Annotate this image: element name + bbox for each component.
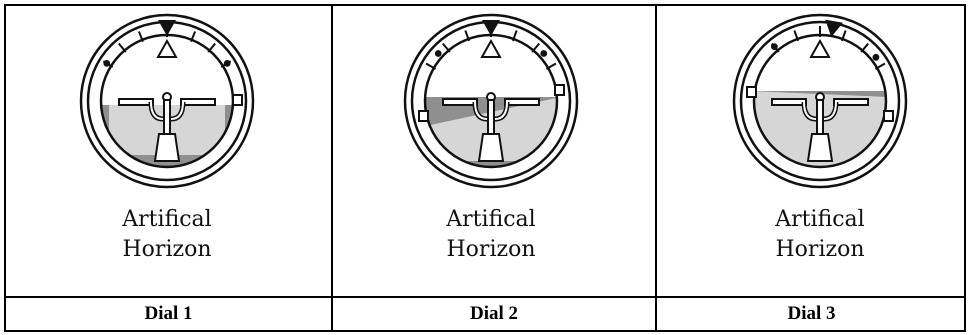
- dial-1-caption-line1: Artifical: [122, 207, 212, 232]
- dial-2-caption-line1: Artifical: [446, 207, 536, 232]
- dial-3-caption-line1: Artifical: [775, 207, 865, 232]
- bank-dot: [434, 50, 442, 57]
- dial-1-caption: Artifical Horizon: [67, 205, 267, 265]
- side-knob: [232, 94, 243, 106]
- dial-3-label: Dial 3: [787, 303, 836, 324]
- column-divider-1: [331, 4, 333, 332]
- side-knob: [554, 84, 565, 96]
- bank-tick: [207, 42, 216, 53]
- dial-3-caption: Artifical Horizon: [720, 205, 920, 265]
- dial-1-caption-line2: Horizon: [122, 237, 212, 262]
- pedestal: [477, 133, 505, 162]
- bank-tick: [874, 62, 886, 70]
- bank-tick: [464, 30, 471, 42]
- reference-triangle: [809, 38, 831, 58]
- left-wing: [118, 98, 154, 106]
- artificial-horizon-dial-2-icon: [403, 13, 579, 189]
- bank-dot: [540, 50, 548, 57]
- bank-tick: [511, 30, 518, 42]
- dial-2-caption-line2: Horizon: [446, 237, 536, 262]
- side-knob: [418, 110, 429, 122]
- bank-dot: [223, 59, 231, 67]
- table-border: [4, 4, 966, 332]
- bank-tick: [118, 42, 127, 53]
- reference-triangle: [480, 38, 502, 58]
- column-divider-2: [655, 4, 657, 332]
- right-wing: [180, 98, 216, 106]
- bank-pointer: [482, 20, 500, 36]
- row-divider: [4, 296, 966, 298]
- bank-tick: [545, 62, 557, 70]
- left-wing: [442, 98, 478, 106]
- side-knob: [746, 86, 757, 98]
- bank-tick: [860, 42, 869, 53]
- bank-pointer: [158, 20, 176, 36]
- right-wing: [833, 98, 869, 106]
- right-wing: [504, 98, 540, 106]
- dial-1-label: Dial 1: [144, 303, 193, 324]
- bank-pointer: [825, 19, 843, 37]
- bank-tick: [442, 42, 451, 53]
- bank-tick: [137, 31, 144, 43]
- mast: [487, 99, 495, 135]
- mast: [816, 99, 824, 135]
- artificial-horizon-dial-3-icon: [732, 13, 908, 189]
- pedestal: [806, 133, 834, 162]
- pedestal: [153, 133, 181, 162]
- bank-tick: [840, 30, 847, 42]
- bank-tick: [531, 42, 540, 53]
- bank-tick: [425, 62, 437, 70]
- side-knob: [883, 110, 894, 122]
- dial-2-caption: Artifical Horizon: [391, 205, 591, 265]
- bank-tick: [793, 30, 800, 42]
- dial-3-caption-line2: Horizon: [775, 237, 865, 262]
- mast: [163, 99, 171, 135]
- artificial-horizon-dial-1-icon: [79, 13, 255, 189]
- bank-tick: [190, 31, 197, 43]
- bank-dot: [103, 59, 111, 67]
- bank-dot: [872, 53, 880, 61]
- dial-2-label: Dial 2: [469, 303, 519, 324]
- left-wing: [771, 98, 807, 106]
- reference-triangle: [156, 38, 178, 58]
- bank-dot: [770, 43, 778, 51]
